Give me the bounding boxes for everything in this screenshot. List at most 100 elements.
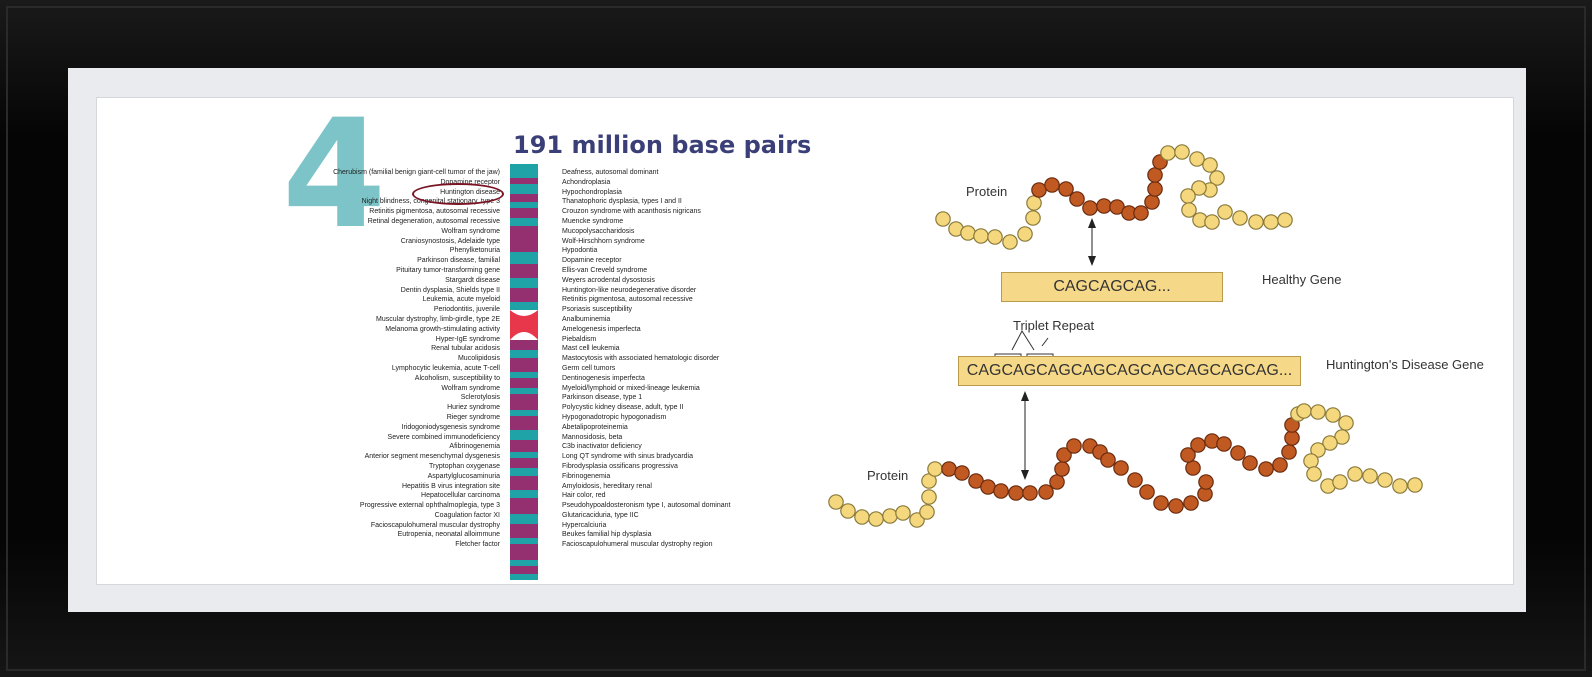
left-gene-item: Severe combined immunodeficiency [387,433,500,441]
right-gene-item: Mastocytosis with associated hematologic… [562,355,720,363]
left-gene-item: Huriez syndrome [447,404,500,412]
right-gene-item: Amelogenesis imperfecta [562,325,641,333]
glutamine-bead [1127,472,1143,488]
chromosome-band [510,560,538,566]
chromosome-ideogram [510,164,538,580]
amino-acid-bead [935,211,951,227]
amino-acid-bead [828,494,844,510]
right-gene-item: Hair color, red [562,492,606,500]
left-gene-item: Progressive external ophthalmoplegia, ty… [359,502,500,510]
chromosome-band [510,468,538,476]
glutamine-bead [1056,447,1072,463]
glutamine-bead [1281,444,1297,460]
glutamine-bead [1066,438,1082,454]
glutamine-bead [1031,182,1047,198]
top-double-arrow [1088,218,1096,266]
left-gene-item: Stargardt disease [445,276,500,284]
glutamine-bead [980,479,996,495]
glutamine-bead [1230,445,1246,461]
amino-acid-bead [987,229,1003,245]
amino-acid-bead [1277,212,1293,228]
left-gene-item: Facioscapulohumeral muscular dystrophy [370,521,500,529]
right-gene-item: C3b inactivator deficiency [562,443,642,451]
right-gene-item: Beukes familial hip dysplasia [562,531,652,539]
left-gene-item: Wolfram syndrome [441,227,500,235]
amino-acid-bead [1160,145,1176,161]
right-gene-item: Huntington-like neurodegenerative disord… [562,286,697,294]
left-gene-item: Renal tubular acidosis [431,345,500,353]
huntington-highlight-circle [412,183,504,205]
centromere [510,310,538,340]
right-gene-item: Dopamine receptor [562,257,622,265]
left-gene-item: Anterior segment mesenchymal dysgenesis [364,453,500,461]
chromosome-band [510,452,538,458]
amino-acid-bead [1377,472,1393,488]
amino-acid-bead [1310,442,1326,458]
right-gene-item: Crouzon syndrome with acanthosis nigrica… [562,208,701,216]
amino-acid-bead [1232,210,1248,226]
chromosome-band [510,194,538,202]
glutamine-bead [1147,167,1163,183]
right-gene-item: Thanatophoric dysplasia, types I and II [562,198,682,206]
amino-acid-bead [927,461,943,477]
chromosome-band [510,394,538,410]
amino-acid-bead [1181,202,1197,218]
amino-acid-bead [1248,214,1264,230]
left-gene-item: Iridogoniodysgenesis syndrome [401,423,500,431]
glutamine-bead [1058,181,1074,197]
chromosome-band [510,440,538,452]
protein-top-label: Protein [966,184,1008,199]
amino-acid-bead [1209,170,1225,186]
chromosome-number: 4 [282,88,387,262]
left-gene-item: Hepatocellular carcinoma [421,492,500,500]
chromosome-title: 191 million base pairs [513,131,812,159]
amino-acid-bead [854,509,870,525]
amino-acid-bead [1189,151,1205,167]
mutant-protein-chain [828,403,1423,528]
right-gene-item: Polycystic kidney disease, adult, type I… [562,404,684,412]
amino-acid-bead [1306,466,1322,482]
amino-acid-bead [1263,214,1279,230]
left-gene-item: Periodontitis, juvenile [433,306,500,314]
left-gene-item: Afibrinogenemia [449,443,500,451]
left-gene-item: Wolfram syndrome [441,384,500,392]
glutamine-bead [954,465,970,481]
left-gene-item: Parkinson disease, familial [417,257,500,265]
chromosome-band [510,458,538,468]
glutamine-bead [1133,205,1149,221]
amino-acid-bead [1202,157,1218,173]
chromosome-band [510,350,538,358]
glutamine-bead [1258,461,1274,477]
chromosome-band [510,264,538,278]
chromosome-band [510,372,538,378]
amino-acid-bead [895,505,911,521]
chromosome-band [510,218,538,226]
right-gene-item: Fibrinogenemia [562,472,611,480]
chromosome-band [510,358,538,372]
chromosome-band [510,226,538,252]
right-gene-item: Dentinogenesis imperfecta [562,374,645,382]
chromosome-band [510,208,538,218]
right-gene-item: Hypodontia [562,247,598,255]
left-gene-item: Coagulation factor XI [434,511,500,519]
right-gene-item: Abetalipoproteinemia [562,423,628,431]
amino-acid-bead [1310,404,1326,420]
amino-acid-bead [1296,403,1312,419]
glutamine-bead [1139,484,1155,500]
chromosome-band [510,416,538,430]
amino-acid-bead [1204,214,1220,230]
chromosome-band [510,490,538,498]
glutamine-bead [1022,485,1038,501]
amino-acid-bead [840,503,856,519]
amino-acid-bead [1303,453,1319,469]
chromosome-band [510,538,538,544]
amino-acid-bead [1180,188,1196,204]
amino-acid-bead [1322,435,1338,451]
right-gene-item: Deafness, autosomal dominant [562,169,659,176]
amino-acid-bead [973,228,989,244]
left-gene-item: Hyper-IgE syndrome [435,335,500,343]
left-gene-item: Craniosynostosis, Adelaide type [400,237,500,245]
disease-gene-box: CAGCAGCAGCAGCAGCAGCAGCAGCAG... [958,356,1301,386]
glutamine-bead [1038,484,1054,500]
